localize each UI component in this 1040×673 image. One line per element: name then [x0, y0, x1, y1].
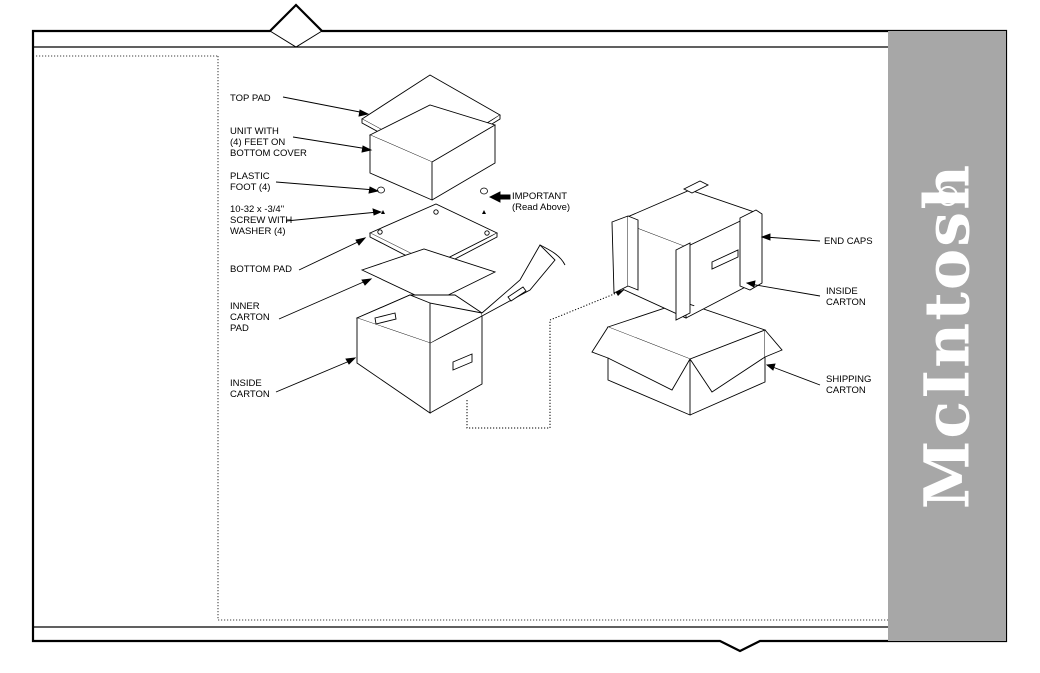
label-inside-carton-left-1: INSIDE — [230, 378, 262, 389]
label-top-pad: TOP PAD — [230, 93, 271, 104]
label-plastic-foot-2: FOOT (4) — [230, 182, 270, 193]
page-border — [33, 5, 1006, 651]
label-screw-3: WASHER (4) — [230, 226, 286, 237]
label-unit-with-3: BOTTOM COVER — [230, 148, 307, 159]
label-inner-carton-pad-1: INNER — [230, 301, 260, 312]
label-screw-2: SCREW WITH — [230, 215, 292, 226]
registered-mark-icon: ® — [938, 186, 958, 206]
brand-logo-text: McIntosh — [911, 163, 984, 509]
label-bottom-pad: BOTTOM PAD — [230, 264, 292, 275]
diagram-labels: TOP PAD UNIT WITH (4) FEET ON BOTTOM COV… — [230, 93, 873, 400]
label-inner-carton-pad-2: CARTON — [230, 312, 270, 323]
shipping-carton-shape — [592, 302, 782, 415]
label-shipping-carton-2: CARTON — [826, 385, 866, 396]
label-inside-carton-right-2: CARTON — [826, 297, 866, 308]
label-screw-1: 10-32 x -3/4" — [230, 204, 284, 215]
label-inside-carton-right-1: INSIDE — [826, 286, 858, 297]
label-unit-with-1: UNIT WITH — [230, 126, 279, 137]
label-shipping-carton-1: SHIPPING — [826, 374, 871, 385]
label-important-2: (Read Above) — [512, 202, 570, 213]
label-inside-carton-left-2: CARTON — [230, 389, 270, 400]
label-inner-carton-pad-3: PAD — [230, 323, 249, 334]
label-important-1: IMPORTANT — [512, 191, 567, 202]
label-plastic-foot-1: PLASTIC — [230, 171, 270, 182]
label-end-caps: END CAPS — [824, 236, 873, 247]
label-unit-with-2: (4) FEET ON — [230, 137, 285, 148]
